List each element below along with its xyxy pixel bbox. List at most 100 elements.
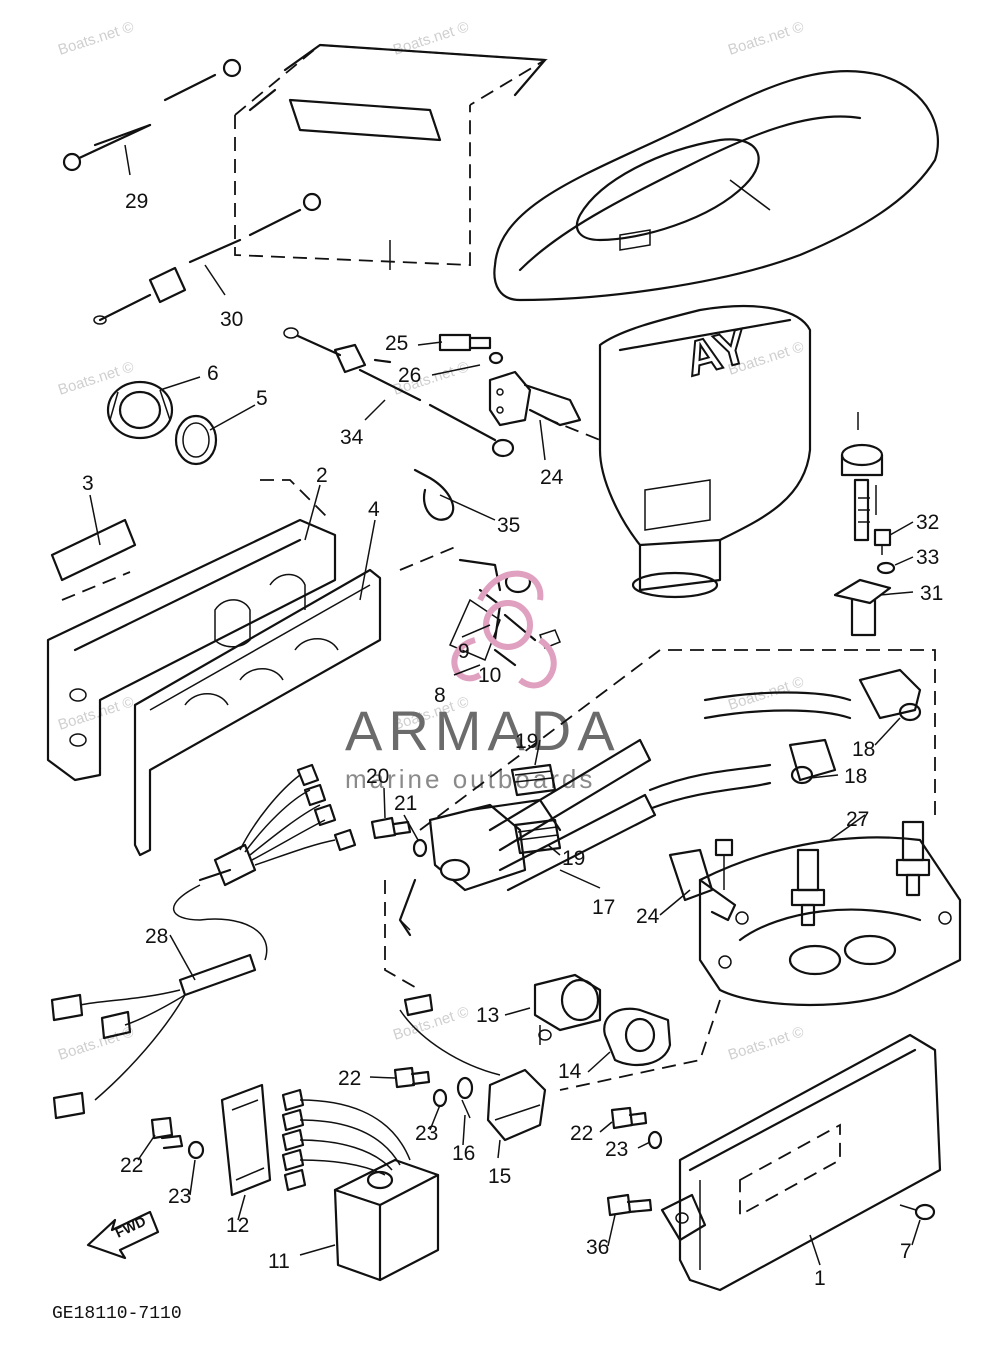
wire-harness-28 — [50, 763, 357, 1120]
callout-17: 17 — [592, 896, 615, 919]
forward-direction-arrow: FWD — [86, 1210, 160, 1260]
brand-logo: ARMADA marine outboards — [345, 570, 621, 794]
callout-3: 3 — [82, 472, 94, 495]
callout-labels: 29 30 6 5 3 2 4 25 26 34 24 35 32 33 31 … — [82, 190, 943, 1290]
electrical-box-1 — [660, 1033, 942, 1292]
relay-holder-14 — [603, 1007, 672, 1067]
callout-23-center: 23 — [415, 1122, 438, 1145]
diagram-reference-code: GE18110-7110 — [52, 1304, 182, 1324]
cdi-unit-11 — [281, 1088, 440, 1282]
cable-tie-35 — [413, 468, 455, 521]
watermark: Boats.net © — [726, 1023, 806, 1063]
screw-36 — [606, 1193, 653, 1217]
filler-cap-6 — [106, 380, 174, 440]
callout-11: 11 — [268, 1250, 290, 1273]
starter-relay-13 — [533, 973, 602, 1045]
callout-24-lower: 24 — [636, 905, 660, 928]
callout-26: 26 — [398, 364, 421, 387]
callout-22-right: 22 — [570, 1122, 593, 1145]
battery-cable-29 — [62, 58, 242, 172]
callout-35: 35 — [497, 514, 520, 537]
watermark: Boats.net © — [56, 693, 136, 733]
callout-2: 2 — [316, 464, 328, 487]
callout-1: 1 — [814, 1267, 826, 1290]
battery-illustration — [234, 43, 548, 270]
callout-29: 29 — [125, 190, 148, 213]
watermark: Boats.net © — [726, 18, 806, 58]
hull-cover-illustration — [493, 69, 939, 302]
bolt-22c — [610, 1106, 648, 1130]
callout-31: 31 — [920, 582, 943, 605]
label-plate-3 — [50, 518, 137, 582]
callout-5: 5 — [256, 387, 268, 410]
bracket-19-lower — [513, 818, 562, 855]
callout-12: 12 — [226, 1214, 249, 1237]
engine-cylinder-head — [698, 836, 962, 1007]
callout-14: 14 — [558, 1060, 582, 1083]
assembly-guides — [61, 417, 601, 601]
battery-cable-30 — [93, 192, 322, 325]
screw-7 — [899, 1203, 936, 1221]
screw-32 — [873, 528, 892, 555]
callout-9-upper: 9 — [458, 640, 470, 663]
dashed-assembly-frame — [384, 649, 936, 1091]
wire-lead-34 — [283, 327, 515, 458]
washer-26 — [488, 351, 504, 365]
washer-23b — [187, 1140, 205, 1160]
electrical-box-housing-2 — [46, 518, 337, 782]
callout-32: 32 — [916, 511, 939, 534]
watermark: Boats.net © — [56, 18, 136, 58]
brand-emblem — [451, 570, 557, 689]
callout-25: 25 — [385, 332, 408, 355]
stud-bolt — [714, 838, 734, 890]
washer-16 — [456, 1076, 474, 1119]
bolt-22a — [393, 1066, 431, 1089]
callout-20: 20 — [366, 765, 389, 788]
callout-28: 28 — [145, 925, 168, 948]
hose-18 — [648, 668, 922, 810]
bolt-20 — [370, 816, 412, 840]
ignition-lead-31 — [833, 412, 892, 637]
gasket-4 — [133, 568, 382, 857]
o-ring-5 — [174, 414, 218, 466]
washer-23c — [647, 1130, 663, 1150]
callout-8: 8 — [434, 684, 446, 707]
callout-13: 13 — [476, 1004, 499, 1027]
connector-holder-12 — [220, 1083, 272, 1197]
callout-27: 27 — [846, 808, 869, 831]
bracket-24-lower — [668, 848, 737, 922]
callout-24-upper: 24 — [540, 466, 564, 489]
callout-19-lower: 19 — [562, 847, 585, 870]
callout-15: 15 — [488, 1165, 511, 1188]
callout-21: 21 — [394, 792, 417, 815]
spark-plug-27b — [895, 820, 931, 897]
callout-22-center: 22 — [338, 1067, 361, 1090]
callout-23-right: 23 — [605, 1138, 628, 1161]
bracket-19-upper — [510, 763, 557, 797]
callout-10: 10 — [478, 664, 501, 687]
callout-19-upper: 19 — [515, 730, 538, 753]
washer-33 — [876, 561, 896, 575]
callout-16: 16 — [452, 1142, 475, 1165]
callout-22-left: 22 — [120, 1154, 143, 1177]
callout-18-center: 18 — [844, 765, 867, 788]
washer-21 — [412, 838, 428, 858]
bolt-22b — [150, 1116, 184, 1150]
callout-34: 34 — [340, 426, 364, 449]
ignition-coil-17 — [398, 738, 657, 937]
bolt-25 — [438, 333, 492, 352]
brand-name: ARMADA — [345, 699, 621, 762]
callout-18-right: 18 — [852, 738, 875, 761]
callout-33: 33 — [916, 546, 939, 569]
callout-23-left: 23 — [168, 1185, 191, 1208]
svg-text:YA: YA — [680, 320, 754, 387]
callout-6: 6 — [207, 362, 219, 385]
washer-23a — [432, 1088, 448, 1108]
callout-7: 7 — [900, 1240, 912, 1263]
watermark: Boats.net © — [56, 1023, 136, 1063]
spark-plug-27a — [790, 848, 826, 927]
leader-lines — [89, 144, 921, 1266]
bracket-24-upper — [488, 370, 582, 427]
callout-36: 36 — [586, 1236, 609, 1259]
